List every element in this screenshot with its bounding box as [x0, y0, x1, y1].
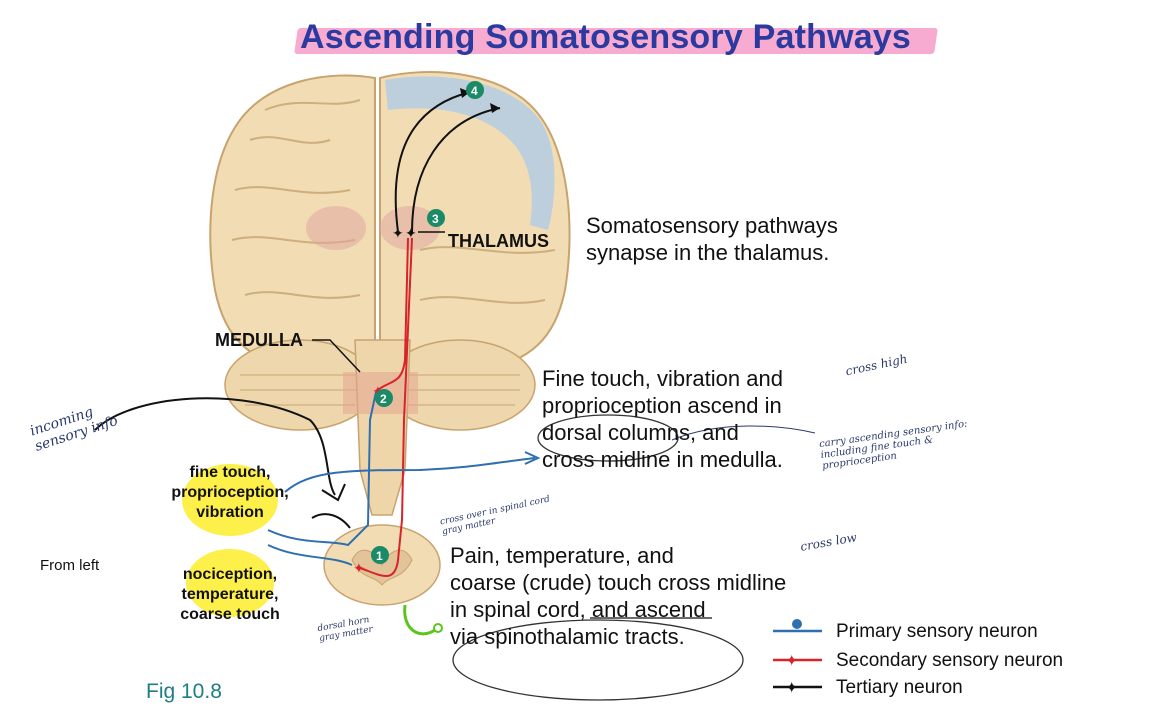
step-label-1: 1	[376, 549, 383, 563]
pain-line-1: nociception,	[182, 566, 278, 583]
dorsal-caption-line-2: proprioception ascend in	[542, 393, 782, 418]
secondary-star-icon: ✦	[785, 653, 798, 670]
thalamus-caption-line-1: Somatosensory pathways	[586, 213, 838, 238]
fine-touch-line-3: vibration	[196, 504, 264, 521]
from-left-label: From left	[40, 557, 100, 574]
spinal-caption-line-4: via spinothalamic tracts.	[450, 624, 685, 649]
spinal-caption: Pain, temperature, and coarse (crude) to…	[450, 542, 786, 650]
step-badge-4	[466, 81, 484, 99]
spinal-caption-line-1: Pain, temperature, and	[450, 543, 674, 568]
thalamus-star-1: ✦	[392, 225, 404, 241]
spinal-caption-line-3: in spinal cord, and ascend	[450, 597, 706, 622]
thalamus-caption: Somatosensory pathways synapse in the th…	[586, 212, 838, 266]
fine-touch-line-2: proprioception,	[171, 484, 289, 501]
primary-pain-path	[267, 544, 353, 566]
page-title: Ascending Somatosensory Pathways	[300, 18, 912, 56]
pain-line-3: coarse touch	[180, 606, 280, 623]
legend-secondary-label: Secondary sensory neuron	[836, 650, 1064, 671]
thalamus-label: THALAMUS	[448, 231, 549, 251]
somatosensory-cortex	[385, 76, 555, 230]
handwritten-arrow-blue	[284, 457, 536, 493]
handwritten-arrow-sensory	[94, 397, 336, 496]
step-badge-3	[427, 209, 445, 227]
dorsal-caption-line-4: cross midline in medulla.	[542, 447, 783, 472]
tertiary-path-2	[411, 107, 501, 233]
dorsal-caption-line-3: dorsal columns, and	[542, 420, 739, 445]
secondary-medulla-path	[377, 237, 409, 391]
spinal-caption-line-2: coarse (crude) touch cross midline	[450, 570, 787, 595]
step-badge-1	[371, 546, 389, 564]
thalamus-left	[306, 206, 366, 250]
thalamus-caption-line-2: synapse in the thalamus.	[586, 240, 830, 265]
step-badge-2	[375, 389, 393, 407]
spinothalamic-circle	[452, 619, 744, 701]
pain-line-2: temperature,	[181, 586, 279, 603]
legend-tertiary-label: Tertiary neuron	[836, 677, 963, 698]
spinal-star: ✦	[353, 560, 365, 576]
legend-primary-label: Primary sensory neuron	[836, 621, 1038, 642]
primary-dorsal-path	[267, 391, 377, 547]
thalamus-right	[380, 206, 440, 250]
step-label-2: 2	[380, 392, 387, 406]
figure-label: Fig 10.8	[146, 680, 222, 703]
tertiary-arrow-2	[490, 103, 500, 113]
tertiary-star-icon: ✦	[785, 680, 798, 697]
green-hook-annotation	[403, 604, 436, 636]
green-hook-end	[433, 623, 443, 633]
medulla-leader	[312, 339, 361, 373]
medulla-label: MEDULLA	[215, 330, 303, 350]
tertiary-path-1	[394, 91, 471, 233]
dorsal-caption: Fine touch, vibration and proprioception…	[542, 365, 783, 473]
step-badges: 1 2 3 4	[371, 81, 484, 564]
handwritten-arrowhead-sensory	[321, 483, 346, 502]
handwritten-arrowhead-blue	[524, 451, 541, 465]
pain-highlight	[186, 549, 274, 617]
legend: ✦ ✦	[773, 619, 822, 697]
brain-illustration	[209, 71, 571, 606]
step-label-3: 3	[432, 212, 439, 226]
fine-touch-bubble: fine touch, proprioception, vibration	[160, 463, 300, 523]
step-label-4: 4	[471, 84, 478, 98]
secondary-spinal-path	[359, 237, 413, 577]
primary-pin-icon	[792, 619, 802, 629]
dorsal-note-leader	[671, 425, 816, 441]
thalamus-star-2: ✦	[405, 225, 417, 241]
fine-touch-highlight	[182, 464, 278, 536]
dorsal-caption-line-1: Fine touch, vibration and	[542, 366, 783, 391]
pain-bubble: nociception, temperature, coarse touch	[160, 565, 300, 625]
fine-touch-line-1: fine touch,	[189, 464, 271, 481]
handwritten-arrow-small	[311, 513, 351, 529]
tertiary-arrow-1	[460, 88, 470, 98]
